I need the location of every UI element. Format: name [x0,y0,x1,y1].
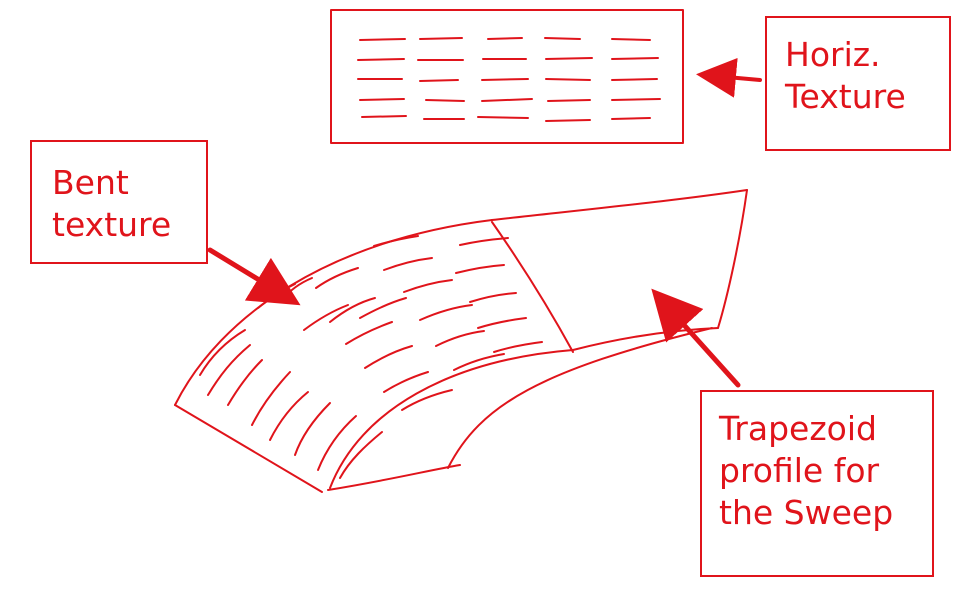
trapezoid-left-edge [491,221,574,353]
trapezoid-profile-label: Trapezoid profile for the Sweep [700,390,934,577]
horizontal-texture-label-line-1: Horiz. [785,35,881,74]
bent-texture-label-line-1: Bent [52,163,129,202]
trapezoid-profile [491,189,748,353]
horizontal-texture-label-line-2: Texture [785,77,906,117]
arrows [207,57,762,388]
trapezoid-right-edge [717,189,748,329]
trapezoid-profile-label-line-2: profile for [719,451,880,491]
bent-texture-label: Bent texture [30,140,208,264]
bent-texture-label-line-2: texture [52,205,172,245]
sweep-bottom-curve [447,327,713,469]
arrow-to-trapezoid [651,288,741,388]
trapezoid-profile-label-line-1: Trapezoid [719,409,877,448]
horizontal-texture-label: Horiz. Texture [765,16,951,151]
sweep-inner-edge [327,464,461,491]
horizontal-texture-frame [330,9,684,144]
sweep-shape [174,219,713,493]
horizontal-texture-strokes [357,37,661,122]
trapezoid-profile-label-line-3: the Sweep [719,493,894,533]
horizontal-texture-panel [330,9,684,144]
arrow-to-bent-texture [207,247,301,306]
trapezoid-top-edge [491,189,748,221]
arrow-to-horizontal-texture [696,57,762,98]
sweep-lower-curve [329,349,574,489]
sweep-start-edge [174,404,323,493]
